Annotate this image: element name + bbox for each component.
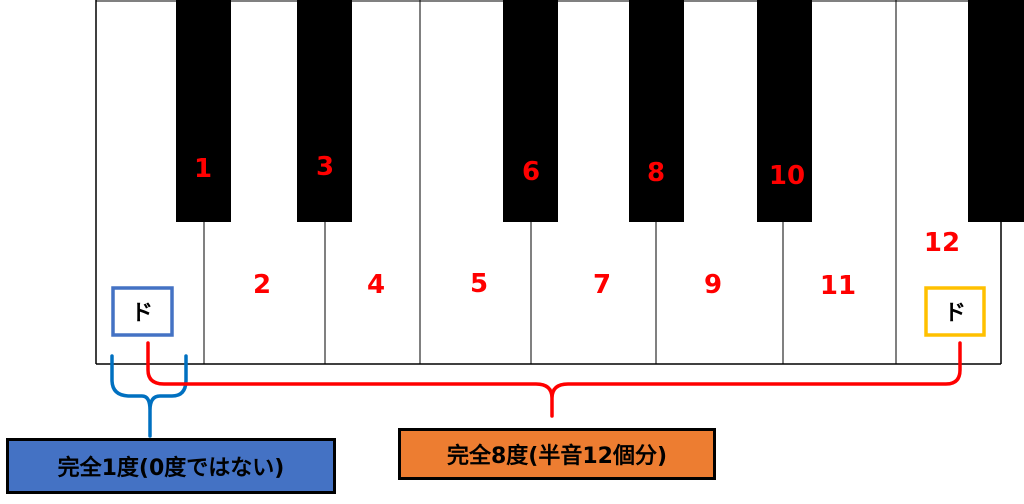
semitone-number: 8 — [647, 158, 665, 188]
semitone-number-octave: 12 — [924, 228, 960, 258]
octave-bracket — [146, 341, 962, 418]
black-key — [629, 0, 684, 222]
unison-bracket — [110, 354, 188, 438]
semitone-number: 11 — [820, 271, 856, 301]
semitone-number: 10 — [769, 161, 805, 191]
black-key — [968, 0, 1024, 222]
black-key — [176, 0, 231, 222]
do-left-label: ド — [131, 301, 153, 326]
black-key — [757, 0, 812, 222]
semitone-number: 7 — [593, 270, 611, 300]
do-left-box: ド — [111, 286, 174, 337]
unison-label: 完全1度(0度ではない) — [6, 438, 336, 494]
semitone-number: 3 — [316, 152, 334, 182]
do-right-box: ド — [924, 286, 986, 337]
semitone-number: 2 — [253, 270, 271, 300]
keyboard — [95, 0, 1024, 365]
semitone-number: 6 — [522, 157, 540, 187]
semitone-number: 1 — [194, 154, 212, 184]
octave-label: 完全8度(半音12個分) — [398, 428, 716, 480]
semitone-number: 9 — [704, 270, 722, 300]
black-key — [503, 0, 558, 222]
black-key — [297, 0, 352, 222]
semitone-number: 4 — [367, 270, 385, 300]
do-right-label: ド — [944, 301, 966, 326]
semitone-number: 5 — [470, 269, 488, 299]
